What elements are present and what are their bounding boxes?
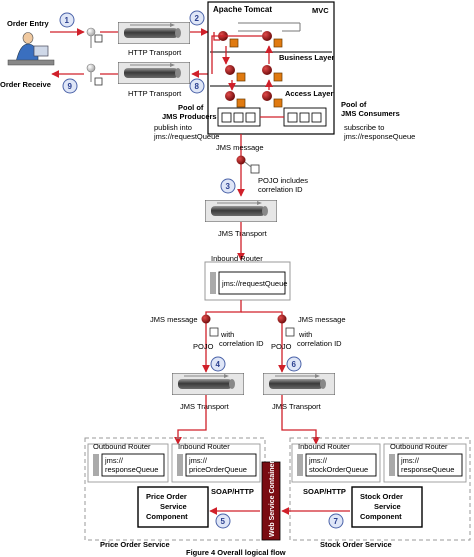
stock-component-3: Component xyxy=(360,512,402,521)
price-component-2: Service xyxy=(160,502,187,511)
http-transport-1-label: HTTP Transport xyxy=(128,48,182,57)
price-order-component xyxy=(137,486,209,528)
step-3-badge: 3 xyxy=(220,178,236,194)
pojo-label-1: POJO includes xyxy=(258,176,308,185)
svg-text:2: 2 xyxy=(195,14,200,23)
pojo-left-label: POJO xyxy=(193,342,214,351)
step-9-badge: 9 xyxy=(62,78,78,94)
response-queue-left-1: jms:// xyxy=(104,456,124,465)
stock-service-title: Stock Order Service xyxy=(320,540,392,549)
pojo-label-2: correlation ID xyxy=(258,185,303,194)
pool-consumers-label-2: JMS Consumers xyxy=(341,109,400,118)
stock-component-2: Service xyxy=(374,502,401,511)
http-transport-2-label: HTTP Transport xyxy=(128,89,182,98)
jms-transport-center-label: JMS Transport xyxy=(218,229,268,238)
flow-internal-1 xyxy=(213,32,220,41)
price-service-title: Price Order Service xyxy=(100,540,170,549)
jms-transport-right-label: JMS Transport xyxy=(272,402,322,411)
stock-queue-2: stockOrderQueue xyxy=(309,465,368,474)
step-6-badge: 6 xyxy=(286,356,302,372)
inbound-router-left-title: Inbound Router xyxy=(178,442,230,451)
http-transport-2-icon xyxy=(118,62,190,84)
tomcat-title: Apache Tomcat xyxy=(213,5,272,14)
inbound-router-center-title: Inbound Router xyxy=(211,254,263,263)
inbound-router-center-marker xyxy=(210,272,216,294)
pojo-left-with: with xyxy=(220,330,234,339)
flow-internal-6 xyxy=(211,35,262,74)
outbound-router-right-title: Outbound Router xyxy=(390,442,448,451)
response-queue-right-2: responseQueue xyxy=(401,465,454,474)
flow-to-price-service xyxy=(174,395,207,445)
message-pin-in xyxy=(86,27,103,48)
svg-text:4: 4 xyxy=(216,360,221,369)
step-7-badge: 7 xyxy=(328,513,344,529)
step-4-badge: 4 xyxy=(210,356,226,372)
stock-order-service-container xyxy=(289,437,471,541)
mvc-label: MVC xyxy=(312,6,329,15)
pojo-right-corr: correlation ID xyxy=(297,339,342,348)
pool-consumers-label-1: Pool of xyxy=(341,100,367,109)
order-receive-label: Order Receive xyxy=(0,80,51,89)
jms-transport-center-icon xyxy=(205,200,277,222)
inbound-router-right-title: Inbound Router xyxy=(298,442,350,451)
price-queue-2: priceOrderQueue xyxy=(189,465,247,474)
flow-to-stock-service xyxy=(281,395,320,445)
price-component-3: Component xyxy=(146,512,188,521)
order-entry-person-icon xyxy=(7,32,55,66)
access-layer-label: Access Layer xyxy=(285,89,333,98)
http-transport-1-icon xyxy=(118,22,190,44)
jms-message-left-pin xyxy=(201,314,219,337)
soap-right-label: SOAP/HTTP xyxy=(303,487,346,496)
jms-transport-right-icon xyxy=(263,373,335,395)
response-queue-right-1: jms:// xyxy=(400,456,420,465)
svg-text:8: 8 xyxy=(195,82,200,91)
stock-component-1: Stock Order xyxy=(360,492,403,501)
pojo-right-with: with xyxy=(298,330,312,339)
step-8-badge: 8 xyxy=(189,78,205,94)
jms-message-label: JMS message xyxy=(216,143,264,152)
step-1-badge: 1 xyxy=(59,12,75,28)
business-layer-label: Business Layer xyxy=(279,53,335,62)
jms-message-left-label: JMS message xyxy=(150,315,198,324)
subscribe-label-2: jms://responseQueue xyxy=(343,132,415,141)
flow-split-left xyxy=(205,300,242,356)
access-components xyxy=(225,91,283,108)
step-2-badge: 2 xyxy=(189,10,205,26)
svg-text:3: 3 xyxy=(226,182,231,191)
flow-split-right xyxy=(241,311,283,356)
svg-text:6: 6 xyxy=(292,360,297,369)
stock-order-component xyxy=(351,486,423,528)
stock-queue-1: jms:// xyxy=(308,456,328,465)
pojo-right-label: POJO xyxy=(271,342,292,351)
pool-producers-label-2: JMS Producers xyxy=(162,112,217,121)
step-5-badge: 5 xyxy=(215,513,231,529)
jms-message-pin xyxy=(236,155,260,174)
subscribe-label-1: subscribe to xyxy=(344,123,384,132)
svg-text:1: 1 xyxy=(65,16,70,25)
order-entry-label: Order Entry xyxy=(7,19,50,28)
response-queue-left-2: responseQueue xyxy=(105,465,158,474)
web-service-container xyxy=(261,461,281,541)
jms-transport-left-label: JMS Transport xyxy=(180,402,230,411)
svg-text:7: 7 xyxy=(334,517,339,526)
web-service-container-label: Web Service Container xyxy=(269,461,276,537)
business-components xyxy=(225,65,283,82)
message-pin-out xyxy=(86,63,103,86)
publish-label-2: jms://requestQueue xyxy=(153,132,219,141)
pojo-left-corr: correlation ID xyxy=(219,339,264,348)
outbound-router-left-title: Outbound Router xyxy=(93,442,151,451)
soap-left-label: SOAP/HTTP xyxy=(211,487,254,496)
jms-message-right-pin xyxy=(277,314,295,337)
svg-text:5: 5 xyxy=(221,517,226,526)
jms-message-right-label: JMS message xyxy=(298,315,346,324)
jms-transport-left-icon xyxy=(172,373,244,395)
publish-label-1: publish into xyxy=(154,123,192,132)
pool-producers-label-1: Pool of xyxy=(178,103,204,112)
figure-caption: Figure 4 Overall logical flow xyxy=(186,548,286,557)
request-queue-label: jms://requestQueue xyxy=(221,279,287,288)
price-queue-1: jms:// xyxy=(188,456,208,465)
svg-text:9: 9 xyxy=(68,82,73,91)
price-component-1: Price Order xyxy=(146,492,187,501)
